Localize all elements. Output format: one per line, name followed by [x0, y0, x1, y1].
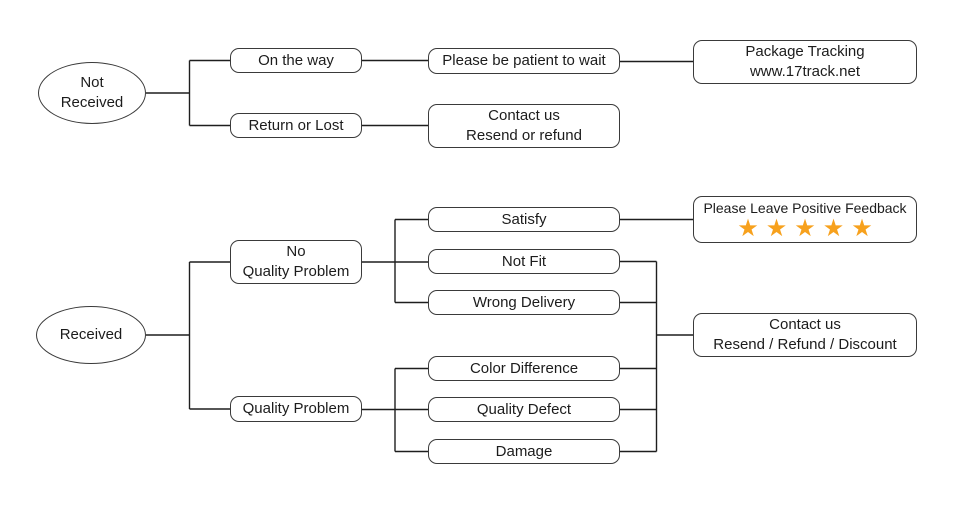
node-label: Received — [60, 94, 124, 111]
node-label: Please Leave Positive Feedback — [703, 200, 907, 216]
node-label: Damage — [495, 442, 553, 460]
node-color-difference: Color Difference — [428, 356, 620, 381]
node-label: Return or Lost — [248, 116, 344, 134]
node-satisfy: Satisfy — [428, 207, 620, 232]
tracking-url: www.17track.net — [749, 63, 861, 80]
five-stars-icon: ★★★★★ — [737, 215, 880, 242]
node-positive-feedback: Please Leave Positive Feedback ★★★★★ — [693, 196, 917, 243]
node-damage: Damage — [428, 439, 620, 464]
node-wrong-delivery: Wrong Delivery — [428, 290, 620, 315]
node-label: Not Fit — [501, 252, 547, 270]
node-not-fit: Not Fit — [428, 249, 620, 274]
node-label: On the way — [258, 51, 334, 69]
node-please-be-patient: Please be patient to wait — [428, 48, 620, 74]
node-contact-us-resend-or-refund: Contact us Resend or refund — [428, 104, 620, 148]
node-label: Resend / Refund / Discount — [713, 336, 897, 353]
node-label: Resend or refund — [466, 127, 582, 144]
node-contact-us-resend-refund-discount: Contact us Resend / Refund / Discount — [693, 313, 917, 357]
node-no-quality-problem: No Quality Problem — [230, 240, 362, 284]
node-label: No — [286, 243, 306, 260]
node-label: Color Difference — [469, 359, 579, 377]
node-label: Contact us — [769, 316, 841, 333]
node-label: Quality Problem — [242, 263, 350, 280]
node-label: Quality Defect — [476, 400, 572, 418]
node-package-tracking: Package Tracking www.17track.net — [693, 40, 917, 84]
node-quality-defect: Quality Defect — [428, 397, 620, 422]
node-return-or-lost: Return or Lost — [230, 113, 362, 138]
node-label: Package Tracking — [745, 43, 865, 60]
node-label: Received — [59, 326, 123, 343]
node-label: Contact us — [488, 107, 560, 124]
node-label: Quality Problem — [242, 400, 350, 417]
node-received: Received — [36, 306, 146, 364]
node-on-the-way: On the way — [230, 48, 362, 73]
node-label: Satisfy — [501, 210, 547, 228]
node-label: Not — [80, 74, 104, 91]
node-quality-problem: Quality Problem — [230, 396, 362, 422]
node-not-received: Not Received — [38, 62, 146, 124]
node-label: Wrong Delivery — [472, 293, 576, 311]
node-label: Please be patient to wait — [442, 52, 606, 69]
